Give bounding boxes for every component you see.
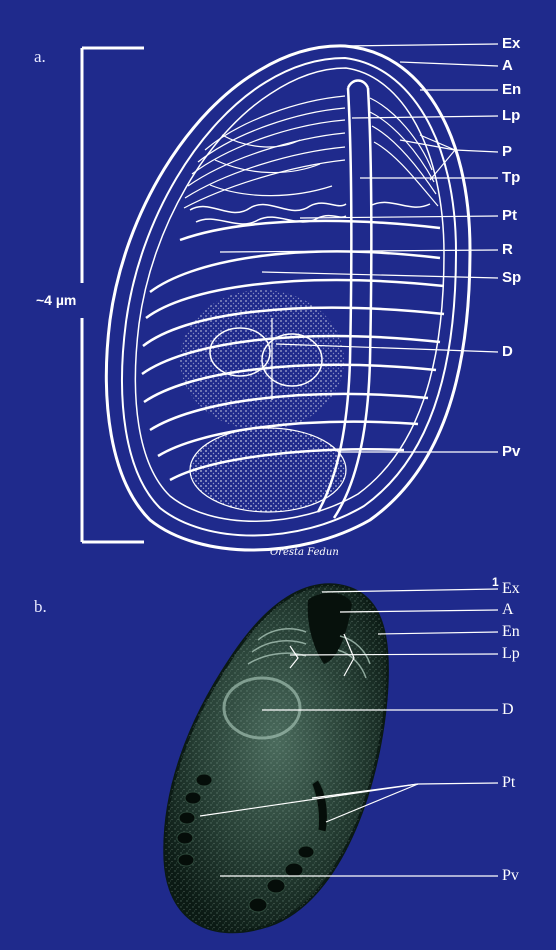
panel-a-tag: a. xyxy=(34,48,46,65)
label-a-a: A xyxy=(502,58,513,73)
label-b-en: En xyxy=(502,624,520,640)
label-a-sp: Sp xyxy=(502,270,521,285)
label-a-lp: Lp xyxy=(502,108,520,123)
label-b-a: A xyxy=(502,602,514,618)
posterior-vacuole xyxy=(190,428,346,512)
label-b-pt: Pt xyxy=(502,775,515,791)
polaroplast xyxy=(184,96,438,208)
label-a-pv: Pv xyxy=(502,444,520,459)
label-a-p: P xyxy=(502,144,512,159)
label-a-tp: Tp xyxy=(502,170,520,185)
label-a-pt: Pt xyxy=(502,208,517,223)
diplokaryon xyxy=(180,290,344,430)
panel-b-tag: b. xyxy=(34,598,47,615)
scale-label: ~4 µm xyxy=(36,292,76,308)
label-b-lp: Lp xyxy=(502,646,520,662)
label-b-pv: Pv xyxy=(502,868,519,884)
label-a-d: D xyxy=(502,344,513,359)
label-a-en: En xyxy=(502,82,521,97)
label-a-ex: Ex xyxy=(502,36,520,51)
corner-mark: 1 xyxy=(492,575,499,589)
artist-signature: Oresta Fedun xyxy=(270,547,339,558)
label-b-ex: Ex xyxy=(502,581,520,597)
spore-drawing xyxy=(82,44,498,550)
label-b-d: D xyxy=(502,702,514,718)
label-a-r: R xyxy=(502,242,513,257)
spore-micrograph xyxy=(165,585,498,932)
